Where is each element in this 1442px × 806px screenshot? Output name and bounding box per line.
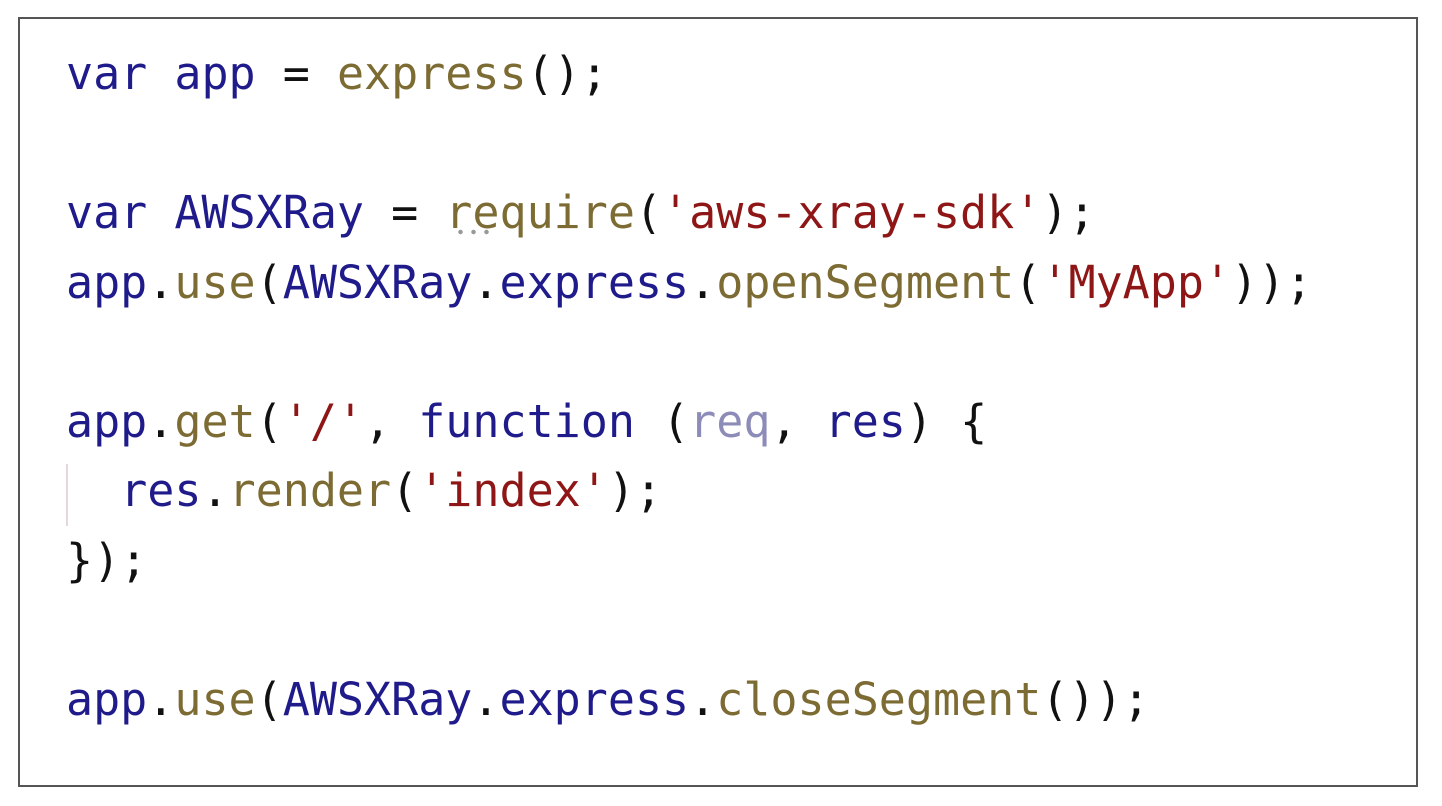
code-token: express xyxy=(499,255,690,309)
code-token: ( xyxy=(255,255,283,309)
code-token: ( xyxy=(391,464,419,517)
code-token: ) { xyxy=(905,394,988,448)
code-token: function xyxy=(418,394,663,448)
code-token xyxy=(66,464,120,517)
code-token: express xyxy=(336,47,527,100)
code-token: . xyxy=(472,255,500,309)
code-token: ); xyxy=(607,464,663,517)
code-token: ( xyxy=(1014,255,1042,309)
code-token: app xyxy=(66,672,148,726)
code-token: )); xyxy=(1231,255,1313,309)
code-token: . xyxy=(201,464,229,517)
code-token: }); xyxy=(66,533,148,587)
code-line: var app = express(); xyxy=(66,39,1312,109)
code-line: }); xyxy=(66,526,1312,596)
code-line xyxy=(66,109,1312,179)
code-token: (); xyxy=(526,47,608,100)
code-token: ( xyxy=(662,394,690,448)
code-token: closeSegment xyxy=(716,672,1042,726)
code-token: var app xyxy=(66,47,283,100)
code-token: = xyxy=(282,47,337,100)
code-line xyxy=(66,317,1312,387)
code-token: 'MyApp' xyxy=(1041,255,1232,309)
code-token: . xyxy=(147,255,175,309)
code-token: ( xyxy=(255,672,283,726)
code-token: 'index' xyxy=(418,464,608,517)
code-token: app xyxy=(66,394,148,448)
code-line: app.use(AWSXRay.express.openSegment('MyA… xyxy=(66,248,1312,318)
code-token: use xyxy=(174,672,256,726)
code-line: app.use(AWSXRay.express.closeSegment()); xyxy=(66,665,1312,735)
code-token: res xyxy=(120,464,202,517)
code-token: . xyxy=(689,255,717,309)
code-token: express xyxy=(499,672,690,726)
code-token: ( xyxy=(255,394,283,448)
code-token: render xyxy=(228,464,392,517)
code-token: res xyxy=(824,394,906,448)
code-block: var app = express(); var AWSXRay = requi… xyxy=(66,39,1312,734)
code-token: var AWSXRay xyxy=(66,186,392,239)
code-line xyxy=(66,595,1312,665)
code-token: require xyxy=(445,186,635,239)
code-line: app.get('/', function (req, res) { xyxy=(66,387,1312,457)
indent-guide xyxy=(66,464,68,526)
code-token: use xyxy=(174,255,256,309)
code-line: res.render('index'); xyxy=(66,456,1312,526)
code-line: var AWSXRay = require('aws-xray-sdk'); xyxy=(66,178,1312,248)
code-token: ()); xyxy=(1041,672,1150,726)
code-token: ); xyxy=(1041,186,1096,239)
code-token: . xyxy=(147,394,175,448)
code-token: req xyxy=(689,394,771,448)
code-token: , xyxy=(770,394,825,448)
code-token: . xyxy=(689,672,717,726)
code-token: AWSXRay xyxy=(282,672,473,726)
code-snippet-panel: var app = express(); var AWSXRay = requi… xyxy=(18,17,1418,787)
code-token: = xyxy=(391,186,446,239)
hint-dots-icon xyxy=(454,229,494,235)
code-token: ( xyxy=(634,186,663,239)
code-token: . xyxy=(147,672,175,726)
code-token: AWSXRay xyxy=(282,255,473,309)
code-token: get xyxy=(174,394,256,448)
code-token: '/' xyxy=(282,394,365,448)
code-token: openSegment xyxy=(716,255,1015,309)
code-token: , xyxy=(364,394,419,448)
code-token: 'aws-xray-sdk' xyxy=(662,186,1042,239)
code-token: app xyxy=(66,255,148,309)
code-token: . xyxy=(472,672,500,726)
